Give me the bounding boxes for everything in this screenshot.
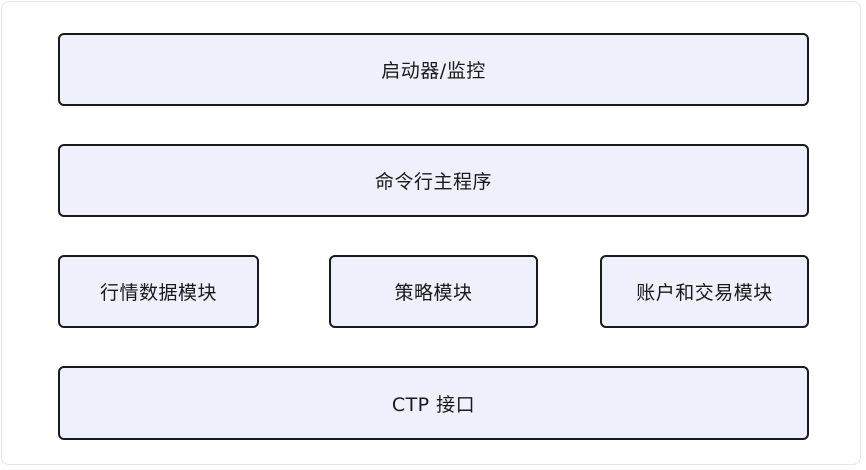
strategy-module-label: 策略模块 <box>394 282 473 304</box>
cli-main-program-label: 命令行主程序 <box>374 171 492 193</box>
account-trading-module-label: 账户和交易模块 <box>636 282 773 304</box>
ctp-interface-box: CTP 接口 <box>58 366 809 440</box>
market-data-module-label: 行情数据模块 <box>99 282 217 304</box>
strategy-module-box: 策略模块 <box>329 255 538 328</box>
launcher-monitor-box: 启动器/监控 <box>58 33 809 106</box>
ctp-interface-label: CTP 接口 <box>391 393 476 416</box>
launcher-monitor-label: 启动器/监控 <box>381 60 486 82</box>
cli-main-program-box: 命令行主程序 <box>58 144 809 217</box>
account-trading-module-box: 账户和交易模块 <box>600 255 809 328</box>
market-data-module-box: 行情数据模块 <box>58 255 259 328</box>
